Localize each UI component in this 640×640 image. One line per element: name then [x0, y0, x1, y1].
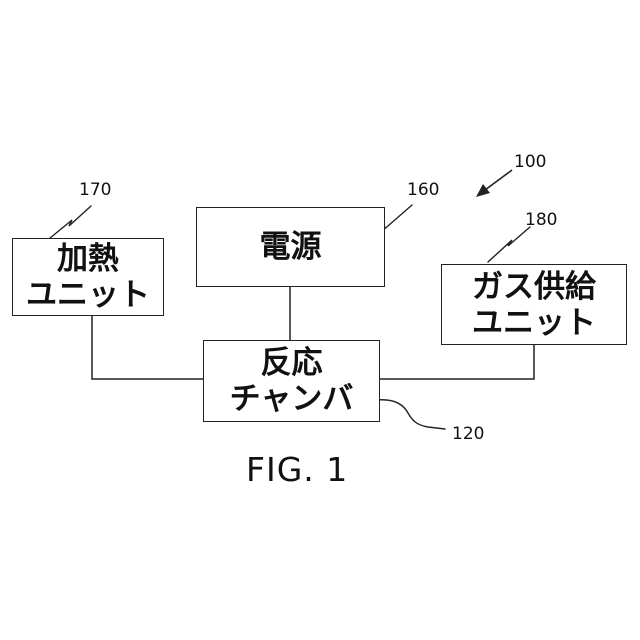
ref-numeral-120: 120	[452, 424, 484, 444]
reaction-chamber-block: 反応 チャンバ	[203, 340, 380, 422]
power-supply-block: 電源	[196, 207, 385, 287]
leader-180	[488, 227, 530, 262]
ref-numeral-180: 180	[525, 210, 557, 230]
heating-unit-label-line2: ユニット	[26, 277, 150, 313]
heating-unit-block: 加熱 ユニット	[12, 238, 164, 316]
gas-supply-unit-block: ガス供給 ユニット	[441, 264, 627, 345]
reaction-chamber-label-line2: チャンバ	[230, 381, 354, 417]
ref-numeral-160: 160	[407, 180, 439, 200]
power-supply-label: 電源	[260, 229, 322, 265]
arrow-100	[476, 170, 512, 197]
reaction-chamber-label-line1: 反応	[261, 345, 323, 381]
ref-numeral-100: 100	[514, 152, 546, 172]
figure-label: FIG. 1	[246, 450, 348, 489]
heating-unit-label-line1: 加熱	[57, 241, 119, 277]
ref-numeral-170: 170	[79, 180, 111, 200]
gas-supply-unit-label-line2: ユニット	[472, 305, 596, 341]
line-chamber-to-gas	[380, 345, 534, 379]
line-heating-to-chamber	[92, 316, 203, 379]
gas-supply-unit-label-line1: ガス供給	[472, 269, 596, 305]
